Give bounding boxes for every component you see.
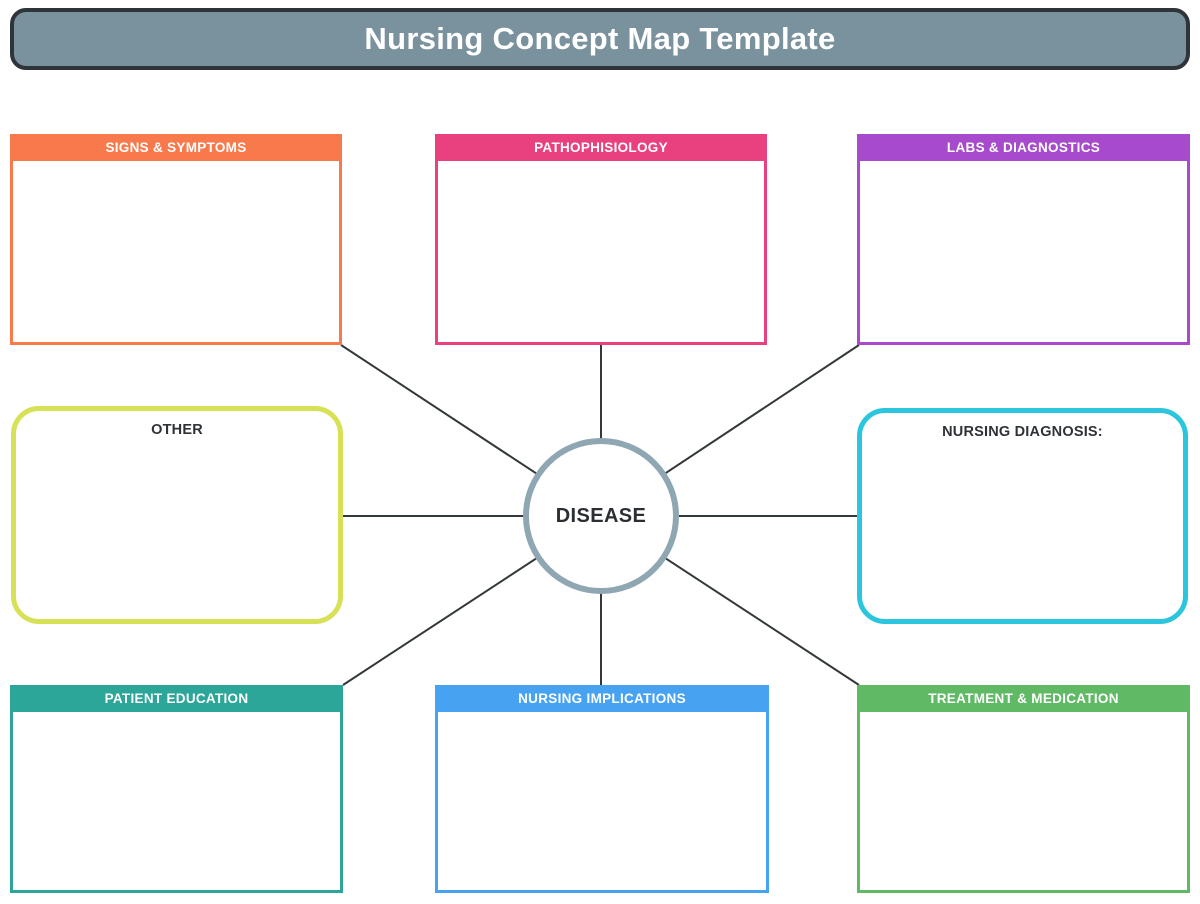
box-signs-symptoms-body[interactable] [10,161,342,345]
box-other[interactable]: OTHER [11,406,343,624]
box-pathophisiology[interactable]: PATHOPHISIOLOGY [435,134,767,345]
box-patient-education-label: PATIENT EDUCATION [104,691,249,706]
box-nursing-diagnosis[interactable]: NURSING DIAGNOSIS: [857,408,1188,624]
box-treatment-medication[interactable]: TREATMENT & MEDICATION [857,685,1190,893]
box-patient-education-body[interactable] [10,712,343,893]
box-labs-diagnostics-body[interactable] [857,161,1190,345]
box-other-label: OTHER [151,422,203,438]
disease-node[interactable]: DISEASE [523,438,679,594]
box-signs-symptoms[interactable]: SIGNS & SYMPTOMS [10,134,342,345]
box-treatment-medication-label: TREATMENT & MEDICATION [928,691,1119,706]
box-nursing-implications[interactable]: NURSING IMPLICATIONS [435,685,769,893]
box-signs-symptoms-header: SIGNS & SYMPTOMS [10,134,342,161]
box-pathophisiology-body[interactable] [435,161,767,345]
box-nursing-implications-header: NURSING IMPLICATIONS [435,685,769,712]
title-bar: Nursing Concept Map Template [10,8,1190,70]
box-labs-diagnostics-label: LABS & DIAGNOSTICS [946,140,1101,155]
page-title: Nursing Concept Map Template [364,21,836,56]
box-pathophisiology-label: PATHOPHISIOLOGY [534,140,668,155]
box-labs-diagnostics-header: LABS & DIAGNOSTICS [857,134,1190,161]
box-nursing-implications-body[interactable] [435,712,769,893]
box-labs-diagnostics[interactable]: LABS & DIAGNOSTICS [857,134,1190,345]
box-pathophisiology-header: PATHOPHISIOLOGY [435,134,767,161]
box-treatment-medication-header: TREATMENT & MEDICATION [857,685,1190,712]
box-treatment-medication-body[interactable] [857,712,1190,893]
box-nursing-diagnosis-label: NURSING DIAGNOSIS: [942,424,1103,440]
box-nursing-implications-label: NURSING IMPLICATIONS [518,691,686,706]
disease-node-label: DISEASE [555,504,647,527]
box-signs-symptoms-label: SIGNS & SYMPTOMS [105,140,247,155]
box-patient-education[interactable]: PATIENT EDUCATION [10,685,343,893]
box-patient-education-header: PATIENT EDUCATION [10,685,343,712]
